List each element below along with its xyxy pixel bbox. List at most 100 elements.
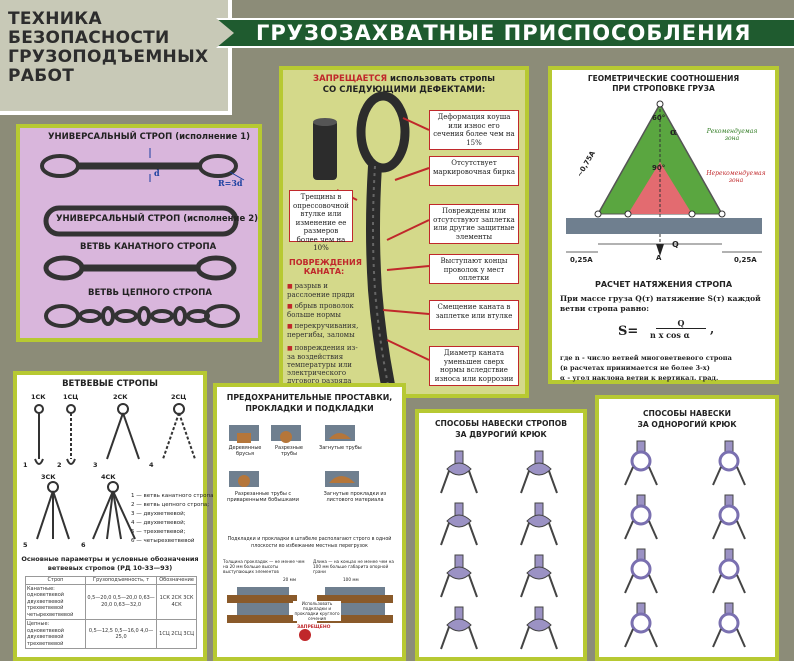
num-2: 2: [57, 461, 62, 469]
tension-title: РАСЧЕТ НАТЯЖЕНИЯ СТРОПА: [594, 280, 733, 289]
defect-box-shift: Смещение каната в заплетке или втулке: [429, 300, 519, 330]
table-title-l2: ветвевых стропов (РД 10-33—93): [47, 564, 173, 572]
spacers-drawing: [227, 425, 393, 641]
defect-box-sleeve: Трещины в опрессовочной втулке или измен…: [289, 190, 353, 252]
spacers-note-l1: Подкладки и прокладки в штабеле располаг…: [227, 537, 392, 542]
angle-60: 60°: [652, 114, 666, 122]
legend-6: 6 — четырехветвевой: [131, 538, 195, 544]
damage-item-2: обрыв проволок больше нормы: [287, 302, 363, 319]
table-row: Строп Грузоподъемность, т Обозначение: [25, 576, 197, 585]
num-5: 5: [23, 541, 28, 549]
damage-item-4: повреждения из-за воздействия температур…: [287, 344, 365, 385]
branch-panel: ВЕТВЕВЫЕ СТРОПЫ 1СК 1СЦ 2СК 2СЦ 3СК 4СК …: [13, 371, 215, 661]
defects-title-rest: использовать стропы: [390, 74, 495, 84]
spacers-note-l2: плоскости во избежание местных перегрузо…: [251, 544, 368, 549]
page-title: ГРУЗОЗАХВАТНЫЕ ПРИСПОСОБЛЕНИЯ: [216, 18, 794, 48]
legend-3: 3 — двухветвевой;: [131, 511, 186, 517]
damage-item-1: разрыв и расслоение пряди: [287, 282, 363, 299]
table-title-l1: Основные параметры и условные обозначени…: [21, 555, 199, 563]
sling-r-label: R=3d: [218, 178, 243, 188]
sling-2-label: УНИВЕРСАЛЬНЫЙ СТРОП (исполнение 2): [56, 214, 259, 224]
cap-right: Длина — на концах не менее чем на 100 мм…: [313, 559, 394, 574]
dim-left: 0,25A: [570, 256, 593, 264]
defects-title-line2: СО СЛЕДУЮЩИМИ ДЕФЕКТАМИ:: [322, 85, 486, 95]
rec-zone: Рекомендуемая зона: [706, 128, 758, 142]
code-2sc: 2СЦ: [171, 393, 187, 401]
spacers-title-l2: ПРОКЛАДКИ И ПОДКЛАДКИ: [245, 404, 374, 413]
tension-text: При массе груза Q(т) натяжение S(т) кажд…: [560, 294, 761, 313]
sling-d-label: d: [154, 168, 160, 178]
defects-title-red: ЗАПРЕЩАЕТСЯ: [313, 74, 388, 84]
cap-left: Толщина прокладок — не менее чем на 20 м…: [223, 559, 305, 574]
defect-box-wires: Выступают концы проволок у мест оплетки: [429, 254, 519, 284]
defects-title: ЗАПРЕЩАЕТСЯ использовать стропы: [283, 74, 525, 84]
nonrec-zone: Нерекомендуемая зона: [706, 170, 766, 184]
spacer-label-3: Загнутые трубы: [319, 445, 362, 451]
slings-panel: УНИВЕРСАЛЬНЫЙ СТРОП (исполнение 1) d R=3…: [16, 124, 262, 342]
sling-3-label: ВЕТВЬ КАНАТНОГО СТРОПА: [80, 242, 217, 252]
header-line-2: БЕЗОПАСНОСТИ: [8, 28, 170, 48]
code-2sk: 2СК: [113, 393, 128, 401]
defects-panel: ЗАПРЕЩАЕТСЯ использовать стропы СО СЛЕДУ…: [279, 66, 529, 398]
note-1: где n - число ветвей многоветвевого стро…: [560, 354, 732, 362]
legend-4: 4 — двухветвевой;: [131, 520, 186, 526]
table-cell: 0,5—12,5 0,5—16,0 4,0—25,0: [84, 619, 158, 649]
formula-num: Q: [656, 318, 706, 329]
table-cell: Канатные: одноветвевой двухветвевой трех…: [25, 583, 86, 620]
branch-drawing: [34, 403, 196, 540]
header-line-1: ТЕХНИКА: [8, 9, 102, 29]
formula-s: S=: [618, 324, 639, 339]
use-text: Использовать подкладки и прокладки кругл…: [293, 601, 341, 621]
load-a: A: [656, 254, 662, 262]
spacers-title-l1: ПРЕДОХРАНИТЕЛЬНЫЕ ПРОСТАВКИ,: [226, 393, 393, 402]
double-hook-title-l1: СПОСОБЫ НАВЕСКИ СТРОПОВ: [434, 419, 568, 428]
branch-table: Строп Грузоподъемность, т Обозначение Ка…: [25, 576, 197, 649]
header-line-4: РАБОТ: [8, 66, 75, 86]
spacer-label-5: Загнутые прокладки из листового материал…: [323, 491, 387, 503]
table-header: Грузоподъемность, т: [84, 576, 158, 585]
dim-right: 0,25A: [734, 256, 757, 264]
slings-drawing: [40, 148, 245, 328]
code-4sk: 4СК: [101, 473, 116, 481]
header-line-3: ГРУЗОПОДЪЕМНЫХ: [8, 47, 209, 67]
branch-title: ВЕТВЕВЫЕ СТРОПЫ: [62, 379, 158, 389]
geometry-title-l2: ПРИ СТРОПОВКЕ ГРУЗА: [612, 84, 715, 93]
spacer-label-1: Деревянные брусья: [228, 445, 262, 457]
dim-100: 100 мм: [343, 577, 359, 582]
damage-item-3: перекручивания, перегибы, заломы: [287, 322, 363, 339]
alpha-label: α: [670, 128, 677, 138]
note-3: α - угол наклона ветви к вертикал. град.: [560, 374, 719, 382]
num-3: 3: [93, 461, 98, 469]
code-1sc: 1СЦ: [63, 393, 79, 401]
rope-drawing: [313, 91, 430, 392]
sling-4-label: ВЕТВЬ ЦЕПНОГО СТРОПА: [88, 288, 212, 298]
num-6: 6: [81, 541, 86, 549]
table-row: Цепные: одноветвевой двухветвевой трехве…: [25, 619, 197, 649]
geometry-panel: ГЕОМЕТРИЧЕСКИЕ СООТНОШЕНИЯ ПРИ СТРОПОВКЕ…: [548, 66, 779, 384]
single-hook-title-l2: ЗА ОДНОРОГИЙ КРЮК: [637, 420, 737, 429]
defect-box-diameter: Диаметр каната уменьшен сверх нормы всле…: [429, 346, 519, 386]
table-row: Канатные: одноветвевой двухветвевой трех…: [25, 583, 197, 620]
double-hook-drawing: [440, 450, 558, 650]
spacer-label-2: Разрезные трубы: [275, 445, 303, 457]
single-hook-drawing: [623, 439, 747, 649]
table-cell: Цепные: одноветвевой двухветвевой трехве…: [25, 619, 86, 649]
defect-box-tag: Отсутствует маркировочная бирка: [429, 156, 519, 186]
dim-20: 20 мм: [283, 577, 296, 582]
sling-1-label: УНИВЕРСАЛЬНЫЙ СТРОП (исполнение 1): [48, 132, 251, 142]
load-q: Q: [672, 240, 679, 249]
formula-den: n x cos α: [650, 330, 690, 340]
table-header: Строп: [25, 576, 86, 585]
single-hook-panel: СПОСОБЫ НАВЕСКИ ЗА ОДНОРОГИЙ КРЮК: [595, 395, 779, 661]
code-3sk: 3СК: [41, 473, 56, 481]
double-hook-panel: СПОСОБЫ НАВЕСКИ СТРОПОВ ЗА ДВУРОГИЙ КРЮК: [415, 409, 587, 661]
spacers-panel: ПРЕДОХРАНИТЕЛЬНЫЕ ПРОСТАВКИ, ПРОКЛАДКИ И…: [213, 383, 406, 661]
formula-tail: ,: [710, 322, 715, 336]
single-hook-title-l1: СПОСОБЫ НАВЕСКИ: [642, 409, 732, 418]
note-2: (в расчетах принимается не более 3-х): [560, 364, 710, 372]
table-header: Обозначение: [156, 576, 197, 585]
defect-box-thimble: Деформация коуша или износ его сечения б…: [429, 110, 519, 150]
num-1: 1: [23, 461, 28, 469]
table-cell: 1СЦ 2СЦ 3СЦ: [156, 619, 197, 649]
num-4: 4: [149, 461, 154, 469]
